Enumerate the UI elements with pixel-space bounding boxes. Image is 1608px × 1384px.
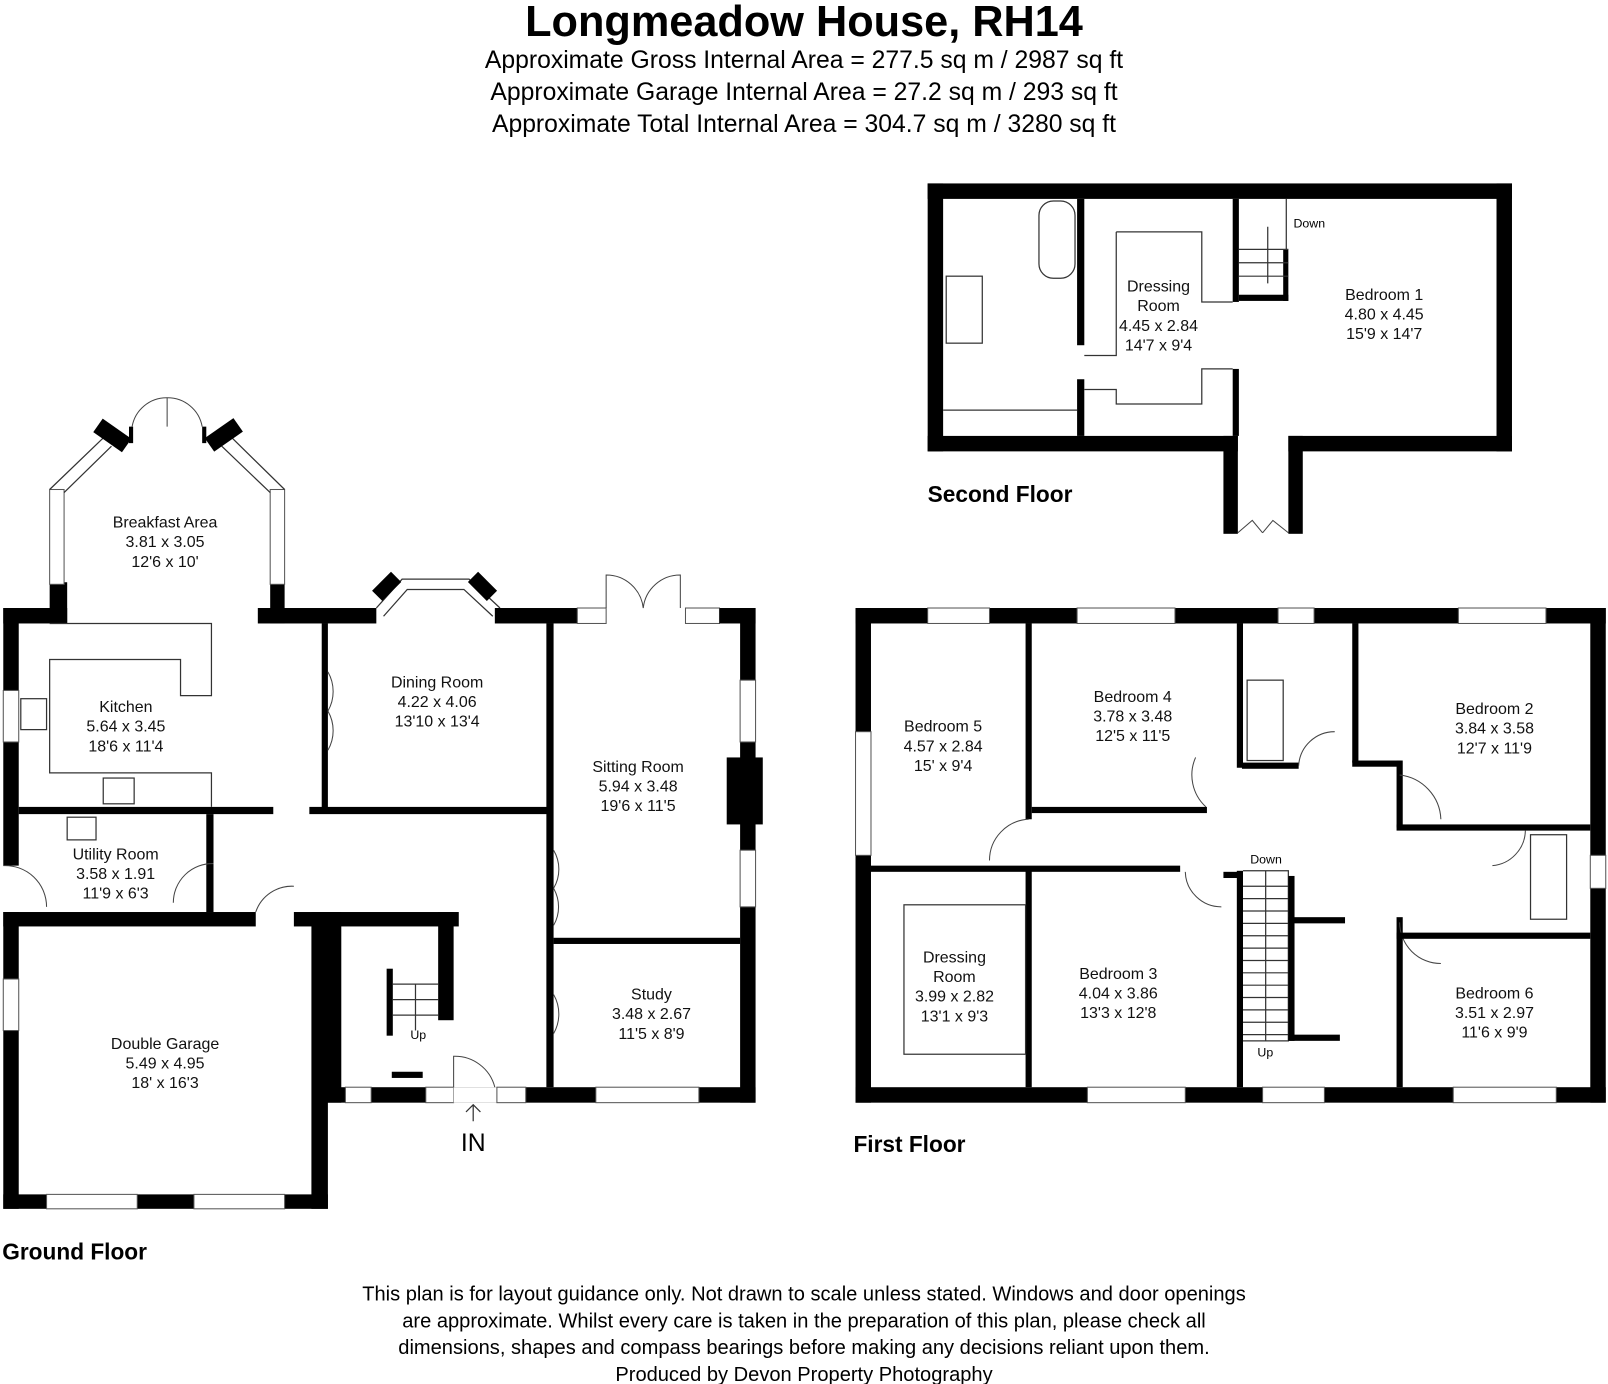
first-floor-plan: Down Up First Floor Bedroom 5 4.57 x 2.84… [853,607,1607,1157]
room-name: Dressing [923,950,986,967]
room-label-bedroom-6: Bedroom 6 3.51 x 2.97 11'6 x 9'9 [1455,986,1534,1042]
room-imperial: 18'6 x 11'4 [88,738,163,755]
disclaimer-line-1: This plan is for layout guidance only. N… [362,1284,1246,1306]
room-metric: 5.49 x 4.95 [126,1056,205,1073]
room-label-double-garage: Double Garage 5.49 x 4.95 18' x 16'3 [111,1036,219,1092]
second-stair-down-label: Down [1294,217,1326,231]
room-label-kitchen: Kitchen 5.64 x 3.45 18'6 x 11'4 [86,699,165,755]
room-label-bedroom-1: Bedroom 1 4.80 x 4.45 15'9 x 14'7 [1345,287,1424,343]
room-name: Sitting Room [592,759,683,776]
room-imperial: 13'10 x 13'4 [395,714,480,731]
garage-area: Approximate Garage Internal Area = 27.2 … [490,79,1117,106]
room-label-utility-room: Utility Room 3.58 x 1.91 11'9 x 6'3 [73,846,159,902]
first-floor-label: First Floor [853,1131,965,1157]
disclaimer-line-3: dimensions, shapes and compass bearings … [398,1337,1209,1359]
room-name: Double Garage [111,1036,219,1053]
room-name: Bedroom 5 [904,719,982,736]
room-metric: 4.04 x 3.86 [1079,986,1158,1003]
room-metric: 4.45 x 2.84 [1119,318,1198,335]
room-name: Dressing [1127,279,1190,296]
second-floor-label: Second Floor [928,481,1073,507]
room-imperial: 12'6 x 10' [131,554,198,571]
room-name: Dining Room [391,674,483,691]
first-stair-up-label: Up [1257,1045,1273,1059]
room-name: Bedroom 2 [1455,701,1533,718]
credit-line: Produced by Devon Property Photography [615,1364,992,1384]
room-metric: 3.81 x 3.05 [126,534,205,551]
room-metric: 5.64 x 3.45 [86,719,165,736]
room-name: Bedroom 4 [1094,689,1172,706]
room-name: Bedroom 3 [1079,966,1157,983]
room-name: Utility Room [73,846,159,863]
room-name: Kitchen [99,699,152,716]
room-imperial: 13'1 x 9'3 [921,1008,988,1025]
entrance-label: IN [461,1130,486,1157]
total-area: Approximate Total Internal Area = 304.7 … [492,111,1116,138]
room-metric: 3.48 x 2.67 [612,1006,691,1023]
room-metric: 4.80 x 4.45 [1345,306,1424,323]
room-imperial: 11'6 x 9'9 [1461,1025,1527,1042]
plan-title: Longmeadow House, RH14 [525,0,1083,46]
room-metric: 3.51 x 2.97 [1455,1005,1534,1022]
gross-area: Approximate Gross Internal Area = 277.5 … [485,47,1123,74]
room-imperial: 12'7 x 11'9 [1457,740,1532,757]
first-stair-down-label: Down [1250,853,1282,867]
room-name: Study [631,987,672,1004]
room-imperial: 14'7 x 9'4 [1125,337,1192,354]
ground-floor-label: Ground Floor [2,1238,147,1264]
room-imperial: 12'5 x 11'5 [1095,728,1170,745]
room-metric: 3.58 x 1.91 [76,866,155,883]
room-metric: 3.84 x 3.58 [1455,721,1534,738]
room-imperial: 18' x 16'3 [131,1075,198,1092]
ground-floor-plan: Up IN Ground Floor Breakfast Area 3.81 x … [2,397,763,1264]
room-imperial: 19'6 x 11'5 [601,798,676,815]
room-name: Room [1137,298,1180,315]
room-name: Bedroom 1 [1345,287,1423,304]
room-imperial: 15'9 x 14'7 [1346,326,1422,343]
room-label-bedroom-3: Bedroom 3 4.04 x 3.86 13'3 x 12'8 [1079,966,1158,1022]
room-label-bedroom-4: Bedroom 4 3.78 x 3.48 12'5 x 11'5 [1093,689,1172,745]
room-label-breakfast-area: Breakfast Area 3.81 x 3.05 12'6 x 10' [113,515,218,571]
room-imperial: 11'5 x 8'9 [618,1026,684,1043]
room-metric: 4.57 x 2.84 [904,738,983,755]
room-label-bedroom-2: Bedroom 2 3.84 x 3.58 12'7 x 11'9 [1455,701,1534,757]
room-metric: 5.94 x 3.48 [599,778,678,795]
room-metric: 3.78 x 3.48 [1093,708,1172,725]
room-metric: 4.22 x 4.06 [398,694,477,711]
room-metric: 3.99 x 2.82 [915,989,994,1006]
room-imperial: 15' x 9'4 [914,758,973,775]
disclaimer-line-2: are approximate. Whilst every care is ta… [402,1310,1206,1332]
room-name: Bedroom 6 [1455,986,1533,1003]
room-label-bedroom-5: Bedroom 5 4.57 x 2.84 15' x 9'4 [904,719,983,775]
room-imperial: 11'9 x 6'3 [83,886,149,903]
room-label-study: Study 3.48 x 2.67 11'5 x 8'9 [612,987,691,1043]
room-label-sitting-room: Sitting Room 5.94 x 3.48 19'6 x 11'5 [592,759,683,815]
room-name: Breakfast Area [113,515,218,532]
room-imperial: 13'3 x 12'8 [1080,1005,1156,1022]
room-label-dining-room: Dining Room 4.22 x 4.06 13'10 x 13'4 [391,674,483,730]
room-name: Room [933,969,976,986]
ground-stair-up-label: Up [410,1028,426,1042]
